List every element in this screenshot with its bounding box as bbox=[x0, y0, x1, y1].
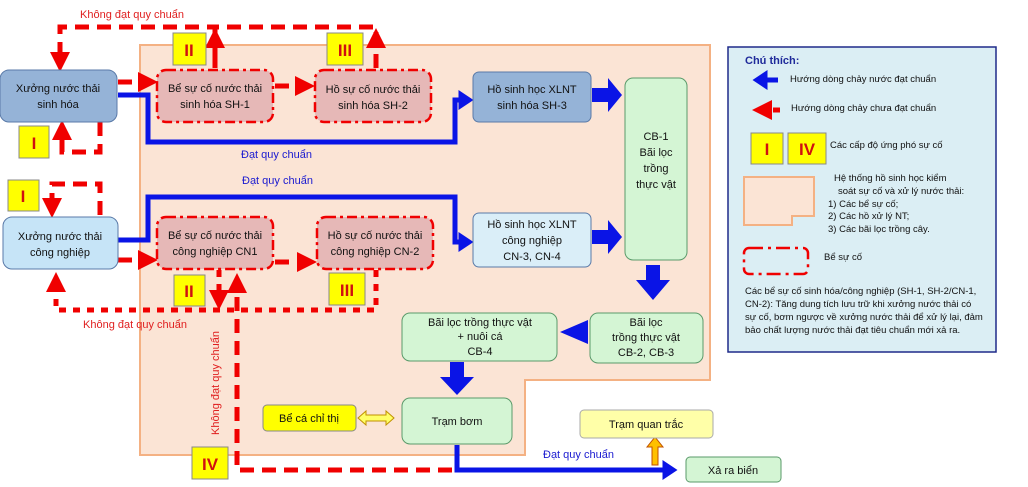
svg-text:Các cấp độ ứng phó sự cố: Các cấp độ ứng phó sự cố bbox=[830, 140, 943, 151]
up-arrow-icon bbox=[645, 436, 665, 466]
svg-text:Xả ra biển: Xả ra biển bbox=[708, 465, 758, 477]
svg-text:Trạm bơm: Trạm bơm bbox=[432, 416, 483, 428]
node-cb1: CB-1 Bãi lọc trồng thực vật bbox=[624, 77, 688, 261]
svg-text:Trạm quan trắc: Trạm quan trắc bbox=[609, 418, 684, 431]
svg-text:sinh hóa SH-3: sinh hóa SH-3 bbox=[497, 100, 567, 112]
node-pump: Trạm bơm bbox=[401, 397, 513, 445]
svg-text:sinh hóa: sinh hóa bbox=[37, 99, 79, 111]
svg-text:bảo chất lượng nước thải đạt t: bảo chất lượng nước thải đạt tiêu chuẩn … bbox=[745, 325, 960, 336]
svg-text:sinh hóa SH-1: sinh hóa SH-1 bbox=[180, 99, 250, 111]
arrow-sh3-cb1 bbox=[592, 78, 622, 112]
svg-text:3) Các bãi lọc trồng cây.: 3) Các bãi lọc trồng cây. bbox=[828, 224, 930, 235]
arrow-cb4-pump bbox=[440, 362, 474, 395]
svg-text:Hồ sự cố nước thải: Hồ sự cố nước thải bbox=[328, 230, 423, 242]
svg-text:Hệ thống hồ sinh học kiểm: Hệ thống hồ sinh học kiểm bbox=[834, 173, 947, 184]
svg-text:Bãi lọc: Bãi lọc bbox=[639, 147, 673, 159]
svg-text:CB-1: CB-1 bbox=[643, 131, 668, 143]
svg-text:sinh hóa SH-2: sinh hóa SH-2 bbox=[338, 100, 408, 112]
block-arrows bbox=[440, 78, 670, 395]
arrow-cb23-cb4 bbox=[560, 320, 588, 344]
svg-text:Chú thích:: Chú thích: bbox=[745, 55, 799, 67]
svg-text:sự cố, bơm ngược về xưởng nước: sự cố, bơm ngược về xưởng nước thải để x… bbox=[745, 312, 983, 323]
label-not-meet-bottom: Không đạt quy chuẩn bbox=[83, 319, 187, 331]
node-xuong-cong-nghiep: Xưởng nước thải công nghiệp bbox=[2, 216, 119, 270]
svg-text:công nghiệp: công nghiệp bbox=[502, 235, 562, 247]
svg-text:thực vật: thực vật bbox=[636, 179, 676, 191]
label-not-meet-top: Không đạt quy chuẩn bbox=[80, 9, 184, 21]
node-cb4: Bãi lọc trồng thực vật + nuôi cá CB-4 bbox=[401, 312, 558, 362]
svg-text:CB-4: CB-4 bbox=[467, 346, 492, 358]
svg-text:Hồ sinh học XLNT: Hồ sinh học XLNT bbox=[487, 84, 577, 96]
label-not-meet-vertical: Không đạt quy chuẩn bbox=[210, 331, 222, 435]
svg-text:Bể cá chỉ thị: Bể cá chỉ thị bbox=[279, 413, 339, 425]
svg-text:CB-2, CB-3: CB-2, CB-3 bbox=[618, 347, 674, 359]
svg-text:Xưởng nước thải: Xưởng nước thải bbox=[16, 83, 100, 95]
svg-text:IV: IV bbox=[799, 140, 816, 159]
svg-text:công nghiệp: công nghiệp bbox=[30, 247, 90, 259]
svg-text:Hướng dòng chảy nước đạt chuẩn: Hướng dòng chảy nước đạt chuẩn bbox=[790, 74, 936, 85]
meet-flows bbox=[118, 90, 678, 480]
svg-text:Các bể sự cố sinh hóa/công ngh: Các bể sự cố sinh hóa/công nghiệp (SH-1,… bbox=[745, 286, 976, 297]
svg-text:Bãi lọc trồng thực vật: Bãi lọc trồng thực vật bbox=[428, 317, 532, 329]
svg-text:trồng thực vật: trồng thực vật bbox=[612, 332, 680, 344]
node-cn1: Bể sự cố nước thải công nghiệp CN1 bbox=[155, 215, 275, 271]
response-level-badges: II III I I II III IV bbox=[7, 32, 366, 480]
svg-text:Hồ sự cố nước thải: Hồ sự cố nước thải bbox=[326, 84, 421, 96]
arrow-cn-cb1 bbox=[592, 220, 622, 254]
not-meet-flows bbox=[42, 24, 452, 473]
svg-text:II: II bbox=[184, 41, 193, 60]
svg-text:Bể sự cố nước thải: Bể sự cố nước thải bbox=[168, 83, 262, 95]
svg-text:công nghiệp CN1: công nghiệp CN1 bbox=[172, 246, 257, 258]
node-fish-tank: Bể cá chỉ thị bbox=[262, 404, 357, 432]
svg-text:I: I bbox=[21, 187, 26, 206]
node-sea: Xả ra biển bbox=[685, 456, 782, 483]
svg-text:Hướng dòng chảy chưa đạt chuẩn: Hướng dòng chảy chưa đạt chuẩn bbox=[791, 103, 936, 114]
node-sh1: Bể sự cố nước thải sinh hóa SH-1 bbox=[155, 68, 275, 124]
node-cn2: Hồ sự cố nước thải công nghiệp CN-2 bbox=[315, 215, 435, 271]
svg-text:I: I bbox=[32, 134, 37, 153]
svg-text:CN-3, CN-4: CN-3, CN-4 bbox=[503, 251, 560, 263]
svg-text:III: III bbox=[338, 41, 352, 60]
label-meet-3: Đạt quy chuẩn bbox=[543, 449, 614, 461]
svg-text:Hồ sinh học XLNT: Hồ sinh học XLNT bbox=[487, 219, 577, 231]
node-sh3: Hồ sinh học XLNT sinh hóa SH-3 bbox=[472, 71, 592, 123]
node-cb23: Bãi lọc trồng thực vật CB-2, CB-3 bbox=[589, 312, 704, 364]
svg-text:Bể sự cố nước thải: Bể sự cố nước thải bbox=[168, 230, 262, 242]
svg-text:1) Các bể sự cố;: 1) Các bể sự cố; bbox=[828, 199, 898, 210]
node-sh2: Hồ sự cố nước thải sinh hóa SH-2 bbox=[313, 68, 433, 124]
svg-text:Bãi lọc: Bãi lọc bbox=[629, 317, 663, 329]
double-arrow-icon bbox=[357, 409, 395, 427]
svg-text:Bể sự cố: Bể sự cố bbox=[824, 252, 863, 263]
svg-text:Xưởng nước thải: Xưởng nước thải bbox=[18, 231, 102, 243]
svg-text:công nghiệp CN-2: công nghiệp CN-2 bbox=[331, 246, 420, 258]
arrow-cb1-cb23 bbox=[636, 265, 670, 300]
svg-text:CN-2): Tăng dung tích lưu trữ: CN-2): Tăng dung tích lưu trữ khi xưởng … bbox=[745, 299, 971, 310]
svg-text:soát sự cố và xử lý nước thải:: soát sự cố và xử lý nước thải: bbox=[838, 186, 964, 197]
svg-text:I: I bbox=[765, 140, 770, 159]
svg-text:III: III bbox=[340, 281, 354, 300]
node-xuong-sinh-hoa: Xưởng nước thải sinh hóa bbox=[0, 69, 118, 123]
svg-text:+ nuôi cá: + nuôi cá bbox=[458, 331, 504, 343]
node-monitor: Trạm quan trắc bbox=[579, 409, 714, 439]
label-meet-1: Đạt quy chuẩn bbox=[241, 149, 312, 161]
svg-text:trồng: trồng bbox=[643, 163, 668, 175]
svg-text:2) Các hồ xử lý NT;: 2) Các hồ xử lý NT; bbox=[828, 211, 909, 222]
svg-text:IV: IV bbox=[202, 455, 219, 474]
legend: Chú thích: Hướng dòng chảy nước đạt chuẩ… bbox=[727, 46, 997, 353]
label-meet-2: Đạt quy chuẩn bbox=[242, 175, 313, 187]
svg-text:II: II bbox=[184, 282, 193, 301]
node-cn34: Hồ sinh học XLNT công nghiệp CN-3, CN-4 bbox=[472, 212, 592, 268]
